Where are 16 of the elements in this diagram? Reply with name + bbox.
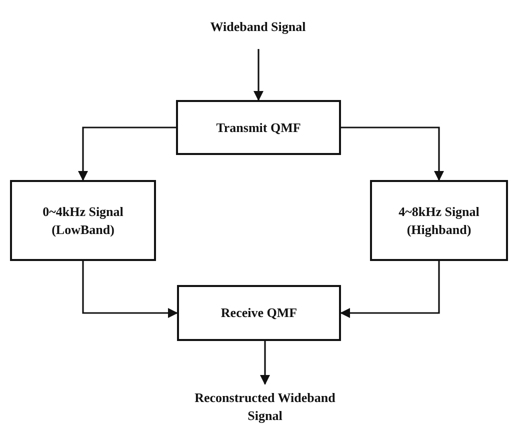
box-label: 0~4kHz Signal (LowBand) bbox=[42, 202, 124, 238]
arrow bbox=[340, 261, 440, 318]
signal-label: Reconstructed Wideband Signal bbox=[185, 384, 345, 430]
arrow bbox=[82, 261, 178, 318]
process-box bbox=[370, 180, 508, 261]
arrow bbox=[78, 126, 176, 181]
arrow bbox=[254, 49, 264, 101]
box-label: Receive QMF bbox=[220, 304, 298, 322]
box-label: 4~8kHz Signal (Highband) bbox=[398, 202, 480, 238]
box-label: Transmit QMF bbox=[216, 118, 301, 136]
process-box bbox=[177, 285, 341, 341]
arrow bbox=[341, 126, 444, 181]
signal-label: Wideband Signal bbox=[205, 5, 311, 49]
process-box bbox=[176, 100, 341, 155]
process-box bbox=[10, 180, 156, 261]
arrow bbox=[260, 341, 270, 385]
